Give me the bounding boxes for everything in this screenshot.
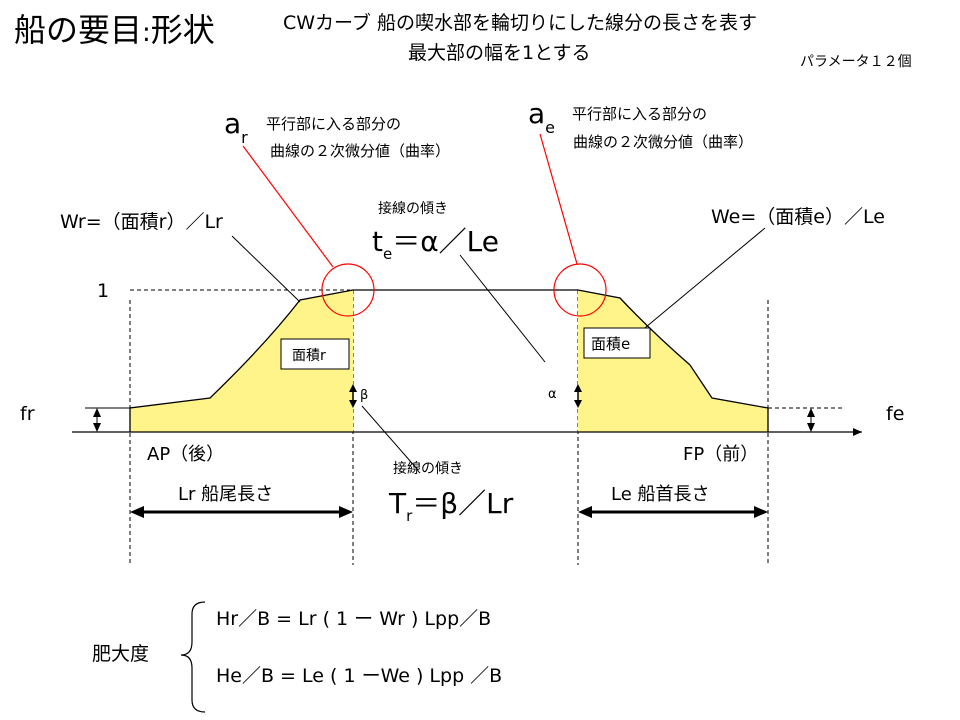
te-symbol: t: [372, 225, 383, 258]
tr-pointer-line: [361, 405, 419, 471]
level-one-label: 1: [97, 280, 109, 302]
tr-formula: Tr＝β／Lr: [389, 487, 514, 524]
ae-label: ae: [528, 97, 555, 136]
ae-symbol: a: [528, 97, 546, 130]
title-main: 船の要目: [14, 11, 143, 49]
wr-pointer-line: [231, 235, 301, 303]
area-r-label: 面積r: [292, 348, 326, 364]
we-pointer-line: [639, 227, 766, 333]
te-subscript: e: [382, 245, 393, 263]
ar-symbol: a: [224, 107, 242, 140]
fullness-label: 肥大度: [92, 643, 150, 665]
area-r-box: [280, 338, 350, 370]
ar-desc-line1: 平行部に入る部分の: [266, 115, 402, 133]
tr-caption: 接線の傾き: [393, 461, 463, 477]
tr-subscript: r: [406, 507, 413, 525]
te-formula: te＝α／Le: [372, 225, 500, 262]
ar-subscript: r: [241, 128, 248, 147]
fr-arrow-heads: [93, 408, 101, 432]
ae-desc-line1: 平行部に入る部分の: [572, 105, 708, 123]
ae-pointer-line: [539, 133, 578, 265]
beta-label: β: [360, 388, 368, 403]
ap-label: AP（後）: [147, 444, 224, 465]
le-length-label: Le 船首長さ: [611, 484, 710, 505]
bow-area-fill: [578, 290, 768, 432]
slide-title: 船の要目:形状: [14, 14, 215, 46]
ae-desc-line2: 曲線の２次微分値（曲率）: [573, 133, 754, 151]
header-line1: CWカーブ 船の喫水部を輪切りにした線分の長さを表す: [283, 12, 757, 34]
area-e-box: [583, 327, 651, 359]
tr-symbol: T: [389, 487, 407, 520]
te-expression: ＝α／Le: [392, 225, 500, 258]
ar-desc-line2: 曲線の２次微分値（曲率）: [270, 142, 451, 160]
fullness-brace: [180, 601, 206, 713]
parameter-count: パラメータ１２個: [800, 54, 912, 70]
title-sub: 形状: [150, 11, 215, 49]
lr-length-label: Lr 船尾長さ: [178, 484, 273, 505]
fullness-eq-he: He／B = Le ( 1 ーWe ) Lpp ／B: [216, 665, 503, 687]
we-formula: We=（面積e）／Le: [711, 206, 885, 228]
alpha-arrow-heads: [574, 384, 582, 408]
bow-curvature-circle: [553, 263, 607, 317]
wr-formula: Wr=（面積r）／Lr: [60, 211, 223, 233]
ae-subscript: e: [545, 118, 556, 137]
fullness-eq-hr: Hr／B = Lr ( 1 ー Wr ) Lpp／B: [216, 608, 492, 630]
header-line2: 最大部の幅を1とする: [408, 42, 591, 64]
fr-label: fr: [20, 403, 35, 425]
title-colon: :: [142, 18, 151, 48]
stern-area-fill: [130, 290, 353, 432]
fp-label: FP（前）: [683, 444, 758, 465]
alpha-label: α: [548, 387, 557, 402]
area-e-label: 面積e: [591, 335, 630, 353]
stern-curvature-circle: [321, 263, 375, 317]
tr-expression: ＝β／Lr: [412, 487, 514, 520]
fe-label: fe: [886, 403, 904, 425]
ar-label: ar: [224, 107, 248, 146]
beta-arrow-heads: [349, 384, 357, 408]
fe-arrow-heads: [807, 408, 815, 432]
cw-curve: [129, 289, 769, 432]
te-pointer-line: [459, 254, 546, 363]
te-caption: 接線の傾き: [378, 201, 448, 217]
ar-pointer-line: [242, 145, 334, 268]
